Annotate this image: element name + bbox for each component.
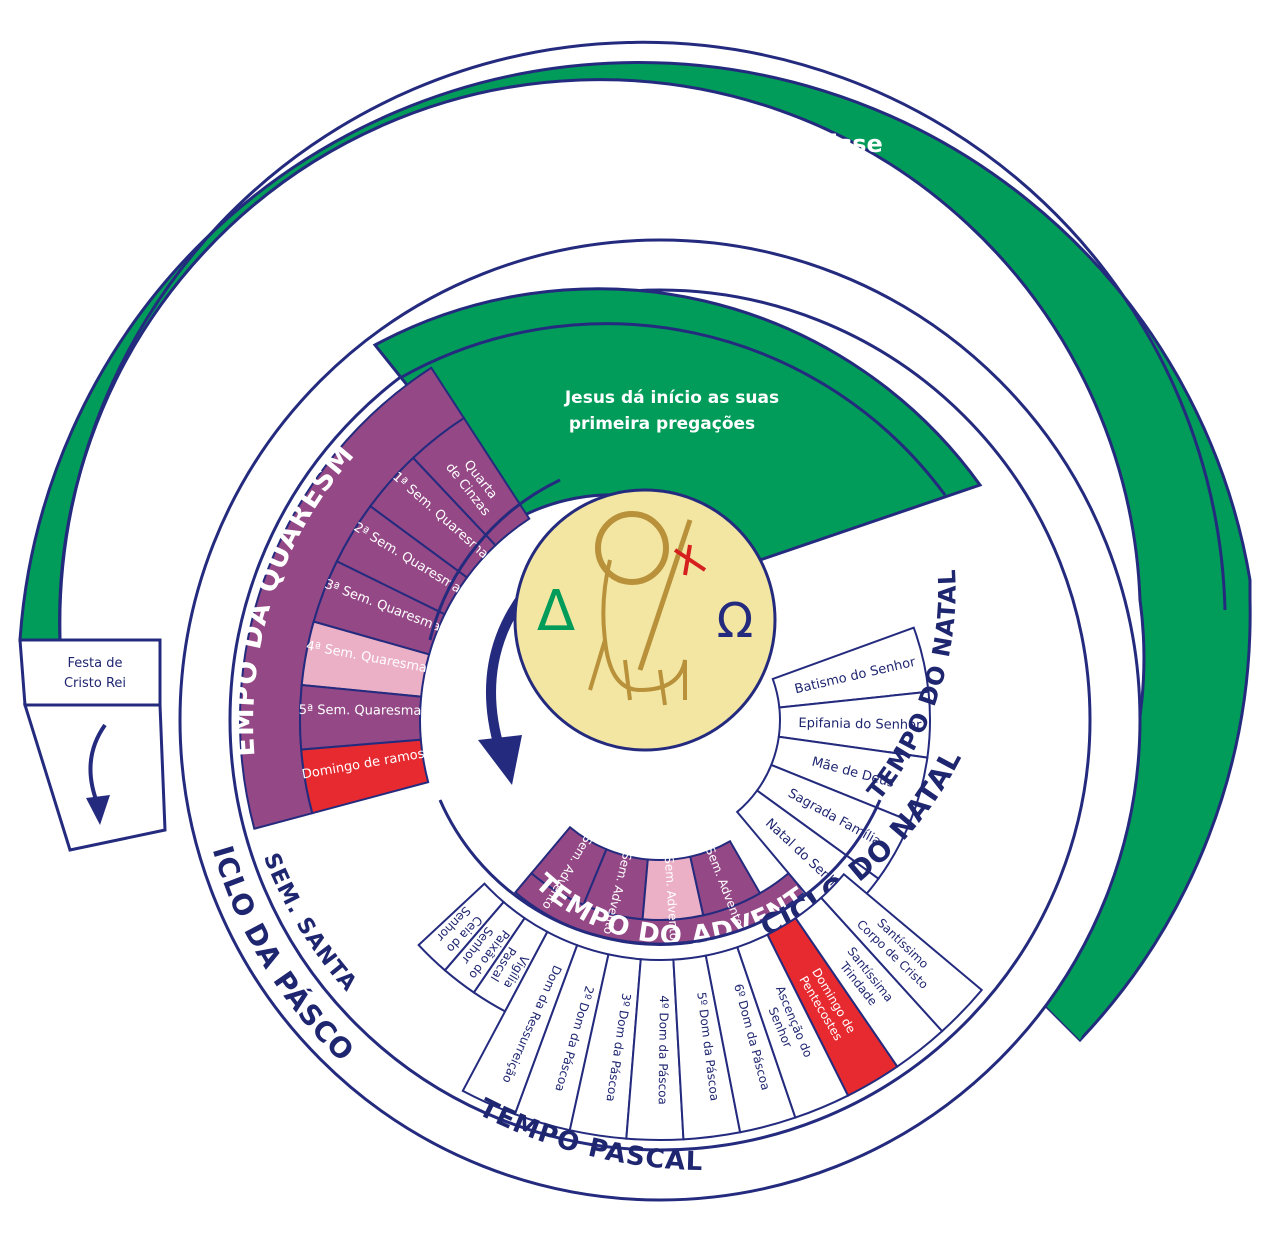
sem-santa-sector-0 [417, 882, 506, 972]
pascal-sector-2 [568, 953, 642, 1140]
pascal-sector-5 [704, 945, 797, 1134]
festa-cristo-rei-box [18, 638, 162, 707]
outer-ring-text-line1: Revivemos tudo que Jesus disse [449, 130, 883, 158]
inner-ring-text-line1: Jesus dá início as suas [564, 388, 779, 408]
omega-symbol: Ω [717, 593, 754, 649]
advento-sector-2 [641, 855, 705, 921]
quaresma-sector-6 [300, 738, 430, 815]
outer-ring-title: TEMPO COMUM - 2ª FASE [418, 0, 872, 55]
pascal-sector-4 [672, 954, 742, 1141]
inner-track [428, 478, 561, 641]
quaresma-sector-2 [335, 504, 469, 616]
quaresma-sector-0 [411, 416, 531, 547]
inner-track-bottom [438, 799, 882, 946]
cristo-rei-arrow-icon [88, 723, 107, 806]
cristo-rei-arrowhead-icon [86, 795, 110, 825]
sem-santa-sector-2 [472, 916, 549, 1013]
natal-label-1: Epifania do Senhor [798, 716, 922, 733]
pascal-sector-7 [766, 916, 899, 1097]
advento-label-2: 3ª Sem. Advento [661, 839, 682, 941]
quaresma-label-5-line1: 5ª Sem. Quaresma [299, 703, 422, 719]
cristo-rei-arrow-box [22, 703, 167, 852]
pascal-sector-9 [819, 872, 984, 1033]
pascal-sector-1 [513, 943, 610, 1132]
outer-green-ring-divider [58, 40, 1227, 641]
pascal-sector-0 [461, 930, 579, 1116]
pascal-label-3-line1: 4º Dom da Páscoa [656, 995, 671, 1105]
quaresma-sector-1 [368, 456, 497, 579]
inner-ring-text-line2: primeira pregações [569, 414, 755, 434]
cycle-arrowhead-icon [478, 735, 522, 785]
sem-santa-sector-1 [443, 900, 527, 994]
quaresma-sector-3 [312, 560, 446, 656]
quaresma-sector-5 [299, 683, 423, 751]
outer-ring-text-line2: e fez para a nossa Salvação [462, 161, 837, 189]
center-medallion [513, 488, 777, 752]
alpha-symbol: Δ [537, 579, 575, 644]
pascal-sector-3 [625, 958, 685, 1141]
advento-sector-0 [530, 825, 608, 907]
lamb-of-god-icon [588, 511, 707, 706]
pascal-sector-6 [736, 933, 850, 1119]
festa-cristo-rei-line2: Cristo Rei [64, 676, 126, 691]
quaresma-sector-4 [300, 620, 431, 698]
pascal-sector-8 [794, 896, 944, 1068]
festa-cristo-rei-line1: Festa de [68, 656, 123, 671]
inner-green-divider [399, 322, 947, 496]
advento-sector-1 [582, 848, 649, 921]
advento-sector-3 [689, 839, 762, 917]
